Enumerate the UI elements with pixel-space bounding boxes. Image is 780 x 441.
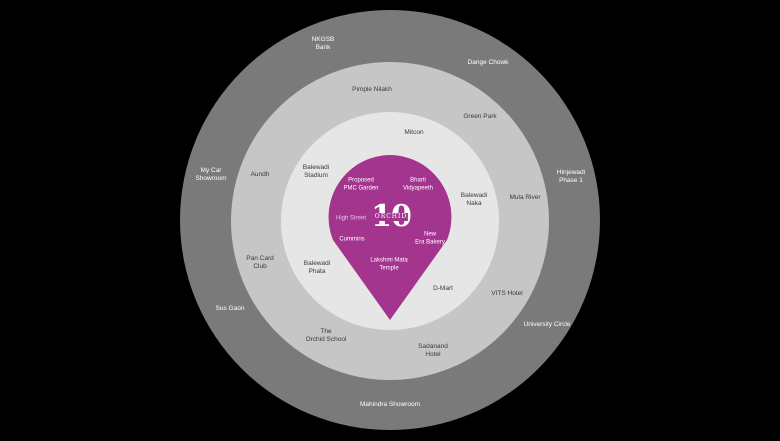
label-aundh: Aundh [250, 170, 270, 178]
label-bharti-vidyapeeth: Bharti Vidyapeeth [403, 177, 433, 192]
label-sus-gaon: Sus Gaon [215, 304, 245, 312]
label-proposed-pmc-garden: Proposed PMC Garden [343, 177, 379, 192]
label-hinjewadi-phase-1: Hinjewadi Phase 1 [556, 168, 586, 184]
label-the-orchid-school: The Orchid School [305, 327, 347, 343]
label-new-era-bakery: New Era Bakery [415, 231, 445, 246]
pin-shape [328, 155, 452, 320]
label-mula-river: Mula River [509, 193, 541, 201]
label-pan-card-club: Pan Card Club [246, 254, 274, 270]
logo-word: ORCHID [373, 213, 409, 221]
label-d-mart: D-Mart [433, 284, 453, 292]
label-my-car-showroom: My Car Showroom [195, 166, 227, 182]
label-balewadi-naka: Balewadi Naka [460, 191, 488, 207]
label-nkgsb-bank: NKGSB Bank [311, 35, 335, 51]
label-pimple-nilakh: Pimple Nilakh [352, 85, 392, 93]
label-balewadi-phata: Balewadi Phata [303, 259, 331, 275]
label-dange-chowk: Dange Chowk [467, 58, 509, 66]
label-high-street: High Street [335, 215, 367, 222]
label-mitcon: Mitcon [404, 128, 424, 136]
label-university-circle: University Circle [523, 320, 571, 328]
label-balewadi-stadium: Balewadi Stadium [302, 163, 330, 179]
label-green-park: Green Park [463, 112, 497, 120]
orchid-10-logo: 10 ORCHID [371, 202, 412, 232]
label-mahindra-showroom: Mahindra Showroom [360, 400, 420, 408]
label-cummins: Cummins [339, 236, 365, 243]
label-lakshmi-mata-temple: Lakshmi Mata Temple [370, 257, 408, 272]
label-vits-hotel: VITS Hotel [491, 289, 523, 297]
label-sadanand-hotel: Sadanand Hotel [418, 342, 448, 358]
